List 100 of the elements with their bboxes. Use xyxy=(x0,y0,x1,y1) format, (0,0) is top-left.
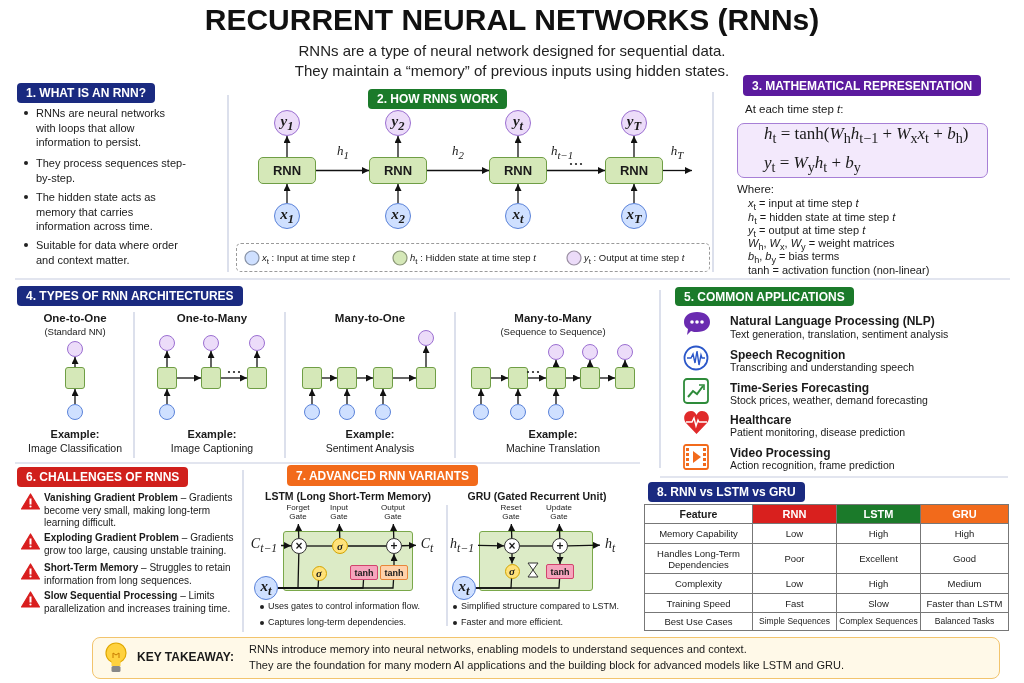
bullet-text: Suitable for data where order and context matter. xyxy=(36,238,179,267)
rnn-cell-box xyxy=(471,367,491,389)
edge-label: h$_{1}$ xyxy=(336,144,350,162)
arrow xyxy=(176,374,202,382)
application-title: Speech Recognition xyxy=(730,348,846,362)
input-node: x$_{t}$ xyxy=(254,576,278,600)
example-text: Machine Translation xyxy=(506,442,600,454)
operator-node: + xyxy=(552,538,568,554)
arrow xyxy=(490,374,509,382)
table-cell: Balanced Tasks xyxy=(920,612,1009,631)
arrow xyxy=(508,553,516,565)
arrow xyxy=(514,135,522,158)
arrow xyxy=(253,350,261,368)
arrow xyxy=(514,388,522,405)
arrow xyxy=(546,167,606,174)
application-title: Healthcare xyxy=(730,413,792,427)
output-node xyxy=(67,341,83,357)
formula-text: h$_{t}$ = tanh(W$_{h}$h$_{t−1}$ + W$_{x}$x$_{t}$ + b$_{h}$) xyxy=(764,123,969,149)
arrow xyxy=(662,167,693,174)
rnn-cell-box xyxy=(580,367,600,389)
output-node xyxy=(582,344,598,360)
output-node: y$_{2}$ xyxy=(385,110,411,136)
architecture-title: Many-to-One xyxy=(334,312,406,324)
rnn-cell-box xyxy=(373,367,393,389)
arrow xyxy=(207,350,215,368)
title: RECURRENT NEURAL NETWORKS (RNNs) xyxy=(204,3,820,37)
legend-text: x$_{t}$ : Input at time step t xyxy=(262,252,356,266)
connector-line xyxy=(519,545,553,547)
input-node xyxy=(510,404,526,420)
section-header: 4. TYPES OF RNN ARCHITECTURES xyxy=(17,286,243,306)
input-node xyxy=(304,404,320,420)
architecture-title: Many-to-Many xyxy=(514,312,592,324)
arrow xyxy=(508,523,516,539)
state-label: h$_{t−1}$ xyxy=(446,535,478,555)
bullet-text: Simplified structure compared to LSTM. xyxy=(461,601,620,611)
arrow xyxy=(565,374,581,382)
arrow xyxy=(426,167,490,174)
architecture-subtitle: (Sequence to Sequence) xyxy=(500,326,606,337)
architecture-title: One-to-Many xyxy=(176,312,248,324)
arrow xyxy=(552,359,560,368)
rnn-cell-box: RNN xyxy=(605,157,663,184)
table-header-cell: GRU xyxy=(920,504,1009,524)
input-node xyxy=(473,404,489,420)
arrow xyxy=(599,374,616,382)
input-node: x$_{t}$ xyxy=(505,203,531,229)
output-node xyxy=(249,335,265,351)
rnn-cell-box: RNN xyxy=(369,157,427,184)
input-node: x$_{T}$ xyxy=(621,203,647,229)
tanh-box: tanh xyxy=(546,564,574,579)
table-cell: Best Use Cases xyxy=(644,612,753,631)
state-label: h$_{t}$ xyxy=(600,535,620,555)
example-text: Sentiment Analysis xyxy=(325,442,415,454)
arrow xyxy=(280,542,292,550)
architecture-title: One-to-One xyxy=(43,312,107,324)
legend-text: y$_{t}$ : Output at time step t xyxy=(584,252,685,266)
challenge-text: Vanishing Gradient Problem – Gradients become very small, making long-term learning difficult. xyxy=(44,492,234,530)
output-node xyxy=(418,330,434,346)
arrow xyxy=(630,135,638,158)
output-node: y$_{1}$ xyxy=(274,110,300,136)
definition-text: h$_{t}$ = hidden state at time step t xyxy=(748,211,896,227)
application-description: Text generation, translation, sentiment analysis xyxy=(730,328,949,340)
arrow xyxy=(556,523,564,539)
connector-line xyxy=(347,545,387,547)
cell-box xyxy=(283,531,413,591)
subtitle: RNNs are a type of neural network designed for sequential data. xyxy=(298,42,726,59)
arrow xyxy=(556,553,564,565)
example-heading: Example: xyxy=(187,428,237,440)
arrow xyxy=(394,135,402,158)
arrow xyxy=(321,374,338,382)
section-header: 2. HOW RNNS WORK xyxy=(368,89,508,109)
arrow xyxy=(71,388,79,405)
edge-label: h$_{2}$ xyxy=(451,144,465,162)
connector-line xyxy=(475,578,561,589)
arrow xyxy=(283,183,291,204)
architecture-subtitle: (Standard NN) xyxy=(44,326,106,337)
arrow xyxy=(356,374,374,382)
arrow xyxy=(630,183,638,204)
section-header: 8. RNN vs LSTM vs GRU xyxy=(648,482,805,502)
output-node xyxy=(159,335,175,351)
rnn-cell-box xyxy=(157,367,177,389)
rnn-cell-box: RNN xyxy=(258,157,316,184)
cell-box xyxy=(479,531,593,591)
example-text: Image Captioning xyxy=(170,442,254,454)
section-header: 1. WHAT IS AN RNN? xyxy=(17,83,155,103)
application-title: Natural Language Processing (NLP) xyxy=(730,314,935,328)
application-description: Stock prices, weather, demand forecasting xyxy=(730,394,928,406)
bullet-text: RNNs are neural networks with loops that allow information to persist. xyxy=(36,106,166,150)
definition-text: x$_{t}$ = input at time step t xyxy=(748,197,859,213)
output-node xyxy=(203,335,219,351)
input-node: x$_{t}$ xyxy=(452,576,476,600)
challenge-text: Short-Term Memory – Struggles to retain information from long sequences. xyxy=(44,562,232,587)
subtitle: They maintain a “memory” of previous inputs using hidden states. xyxy=(294,62,730,79)
table-header-cell: Feature xyxy=(644,504,753,524)
input-node xyxy=(375,404,391,420)
challenge-text: Slow Sequential Processing – Limits parallelization and increases training time. xyxy=(44,590,232,615)
tanh-box: tanh xyxy=(350,565,378,580)
arrow xyxy=(477,388,485,405)
bullet-text: They process sequences step-by-step. xyxy=(36,156,186,185)
operator-node: × xyxy=(291,538,307,554)
arrow xyxy=(308,388,316,405)
